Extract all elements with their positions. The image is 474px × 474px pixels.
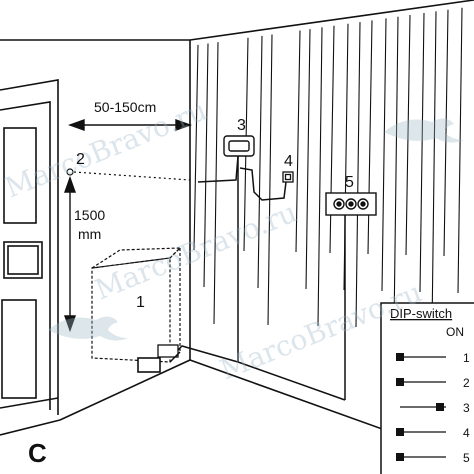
control-panel-callout: 3 [237, 117, 246, 134]
wall-panel-line [431, 11, 437, 330]
dimension-vertical-value: 1500 [74, 207, 105, 223]
dip-switch-title: DIP-switch [390, 306, 452, 321]
door [0, 79, 59, 415]
wall-panel-line [367, 20, 373, 255]
wall-panel-line [317, 27, 323, 327]
dip-switch-knob [396, 428, 404, 436]
dimension-lines [64, 119, 193, 333]
cables [169, 155, 346, 401]
wall-panel-line [381, 18, 387, 292]
wall-panel-line [355, 22, 361, 328]
dip-switch-knob [396, 353, 404, 361]
dimension-vertical-unit: mm [78, 226, 101, 242]
dip-switch-number: 5 [463, 451, 470, 465]
sensor-callout: 2 [76, 151, 85, 168]
dip-switch-number: 2 [463, 376, 470, 390]
dip-switch-knob [436, 403, 444, 411]
wall-panel-line [203, 43, 209, 288]
watermark-dolphin-icon [384, 118, 464, 143]
figure-letter: C [28, 438, 47, 468]
control-panel [223, 135, 255, 157]
wall-panel-line [405, 14, 411, 256]
socket-panel-callout: 5 [345, 174, 354, 191]
small-box-callout: 4 [284, 153, 293, 170]
watermark-middle: MarcoBravo.ru [90, 196, 301, 307]
wall-panel-line [257, 35, 263, 289]
labels: 50-150cm 2 1500 mm 1 3 4 5 C [28, 99, 354, 468]
wall-panel-line [193, 44, 199, 251]
dimension-horizontal-label: 50-150cm [94, 99, 156, 115]
dip-switch-number: 1 [463, 351, 470, 365]
wall-panel-lines [193, 7, 463, 330]
heater-callout: 1 [136, 294, 145, 311]
small-box [282, 171, 294, 183]
watermark-dolphin-icon [48, 316, 128, 341]
wall-panel-line [267, 34, 273, 326]
heater [91, 247, 182, 373]
wall-panel-line [305, 29, 311, 290]
dip-switch-number: 4 [463, 426, 470, 440]
wall-panel-line [419, 12, 425, 293]
wall-panel-line [213, 42, 219, 325]
dip-switch-on-label: ON [446, 325, 464, 339]
dip-switch-rows: 1 2 3 4 5 [396, 351, 470, 465]
sensor [66, 168, 191, 181]
wall-panel-line [443, 9, 449, 257]
wall-panel-line [393, 16, 399, 329]
socket-panel [325, 192, 377, 216]
wall-panel-line [329, 25, 335, 254]
wall-panel-line [295, 30, 301, 253]
dip-switch-panel: DIP-switch ON 1 2 3 4 5 [380, 302, 474, 474]
dip-switch-number: 3 [463, 401, 470, 415]
dip-switch-knob [396, 378, 404, 386]
wall-panel-line [457, 7, 463, 294]
dip-switch-knob [396, 453, 404, 461]
room-outline [0, 0, 474, 436]
